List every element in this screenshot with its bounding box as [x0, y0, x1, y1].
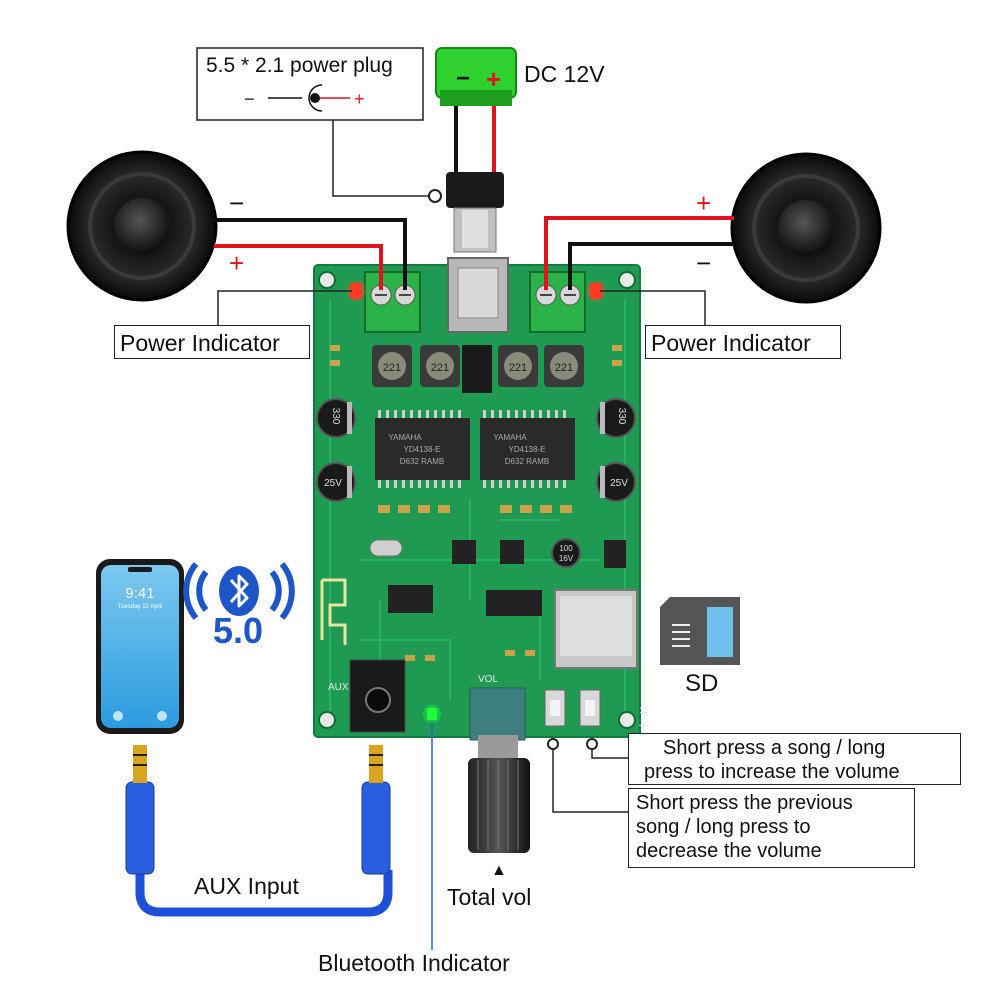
left-speaker-plus: +: [229, 248, 245, 278]
total-vol-arrow: ▲: [491, 862, 507, 879]
dc-12v-terminal: − +: [435, 47, 517, 106]
right-speaker: [730, 152, 882, 304]
capacitor: 330: [596, 398, 636, 438]
inductor-label: 221: [431, 362, 449, 374]
next-button-dot: [586, 738, 598, 750]
left-speaker: [66, 150, 218, 302]
next-button-desc-box: [628, 733, 961, 785]
amplifier-chip-left: YAMAHA YD4138-E D632 RAMB: [375, 410, 470, 488]
power-indicator-right-line: [600, 290, 706, 326]
prev-button-desc-line1: Short press the previous: [636, 792, 853, 814]
capacitor: 330: [316, 398, 356, 438]
sd-card-slot: TF-卡: [554, 589, 650, 731]
right-speaker-plus: +: [696, 188, 712, 218]
prev-button-desc-box: [628, 788, 915, 868]
power-indicator-left-line: [217, 290, 352, 326]
volume-knob[interactable]: VOL: [468, 674, 530, 853]
power-indicator-right-box: [645, 325, 841, 359]
power-led-left: [346, 281, 366, 301]
dc-12v-label: DC 12V: [524, 61, 605, 87]
power-indicator-right-label: Power Indicator: [651, 330, 811, 356]
right-wire-red: [544, 216, 734, 290]
aux-silkscreen: AUX: [328, 682, 349, 693]
svg-text:330: 330: [330, 408, 341, 425]
left-wire-black: [214, 218, 407, 290]
aux-input-label: AUX Input: [194, 873, 299, 899]
smd-components: [330, 345, 622, 661]
inductor-label: 221: [555, 362, 573, 374]
aux-cable: [125, 745, 393, 917]
right-speaker-terminal: [529, 271, 586, 333]
total-vol-label: Total vol: [447, 884, 532, 910]
sd-label: SD: [685, 670, 719, 697]
svg-text:25V: 25V: [610, 478, 628, 489]
bluetooth-icon: [183, 562, 295, 620]
plug-plus-label: +: [354, 89, 365, 109]
chip-marking: YD4138-E: [509, 445, 546, 454]
prev-button-desc-line3: decrease the volume: [636, 840, 822, 862]
barrel-plug: [446, 172, 504, 253]
chip-marking: D632 RAMB: [505, 457, 549, 466]
left-speaker-terminal: [364, 271, 421, 333]
plug-callout-line: [332, 118, 435, 197]
prev-button-line: [552, 744, 628, 813]
dc-minus: −: [456, 65, 470, 92]
bluetooth-indicator-label: Bluetooth Indicator: [318, 950, 510, 976]
phone: 9:41 Tuesday 12 April: [96, 559, 184, 734]
next-button-desc-line1: Short press a song / long: [663, 737, 886, 759]
svg-text:330: 330: [616, 408, 627, 425]
chip-marking: D632 RAMB: [400, 457, 444, 466]
next-button[interactable]: [579, 689, 601, 727]
vol-silkscreen: VOL: [478, 674, 498, 685]
inductors: 221 221 221 221: [372, 345, 584, 393]
chip-marking: YD4138-E: [404, 445, 441, 454]
right-wire-black: [568, 242, 734, 290]
bluetooth-version: 5.0: [213, 610, 264, 651]
phone-date: Tuesday 12 April: [118, 604, 162, 610]
power-plug-box: [196, 47, 424, 121]
amplifier-chip-right: YAMAHA YD4138-E D632 RAMB: [480, 410, 575, 488]
power-plug-label: 5.5 * 2.1 power plug: [206, 54, 393, 77]
capacitor: 25V: [316, 462, 356, 502]
chip-marking: YAMAHA: [493, 433, 527, 442]
power-indicator-left-box: [114, 325, 310, 359]
prev-button[interactable]: [544, 689, 566, 727]
plug-symbol: [268, 84, 350, 112]
next-button-desc-line2: press to increase the volume: [644, 761, 900, 783]
prev-button-desc-line2: song / long press to: [636, 816, 811, 838]
capacitor: 25V: [596, 462, 636, 502]
dc-socket: [447, 257, 509, 333]
small-ics: [369, 539, 626, 616]
inductor-label: 221: [383, 362, 401, 374]
tf-silkscreen: TF-卡: [637, 705, 650, 731]
left-speaker-minus: −: [229, 188, 245, 218]
pcb-antenna: [320, 578, 347, 645]
plug-callout-dot: [428, 189, 442, 203]
power-led-right: [586, 281, 606, 301]
capacitor-small: 100 16V: [551, 538, 581, 568]
svg-text:16V: 16V: [559, 554, 574, 563]
bluetooth-led: [423, 705, 441, 723]
prev-button-dot: [547, 738, 559, 750]
left-wire-red: [214, 244, 383, 290]
svg-text:25V: 25V: [324, 478, 342, 489]
aux-jack: AUX: [328, 659, 406, 733]
right-speaker-minus: −: [696, 248, 712, 278]
inductor-label: 221: [509, 362, 527, 374]
chip-marking: YAMAHA: [388, 433, 422, 442]
plug-minus-label: −: [244, 89, 255, 109]
phone-time: 9:41: [125, 585, 154, 602]
dc-plus: +: [486, 64, 501, 94]
power-indicator-left-label: Power Indicator: [120, 330, 280, 356]
sd-card-icon: [660, 597, 740, 665]
svg-text:100: 100: [559, 544, 573, 553]
